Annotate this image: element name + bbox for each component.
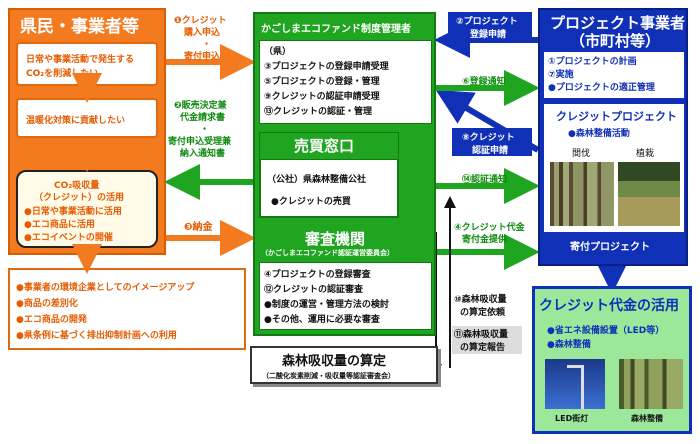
review-item-2: ●制度の運営・管理方法の検討 [264, 300, 389, 310]
operator-subtitle: （市町村等） [570, 32, 661, 50]
label-cert-notice: ⑭認証通知 [462, 175, 508, 185]
benefit-2: ●商品の差別化 [16, 299, 78, 309]
sales-org: （公社）県森林整備公社 [267, 175, 367, 185]
benefit-3: ●エコ商品の開発 [16, 315, 87, 325]
invoice-3: ・ [200, 125, 210, 135]
label-payment: ❸納金 [184, 222, 213, 233]
forest-calc-box: 森林吸収量の算定 （二酸化炭素削減・吸収量等認証審査会） [250, 346, 438, 384]
label-fund: ④クレジット代金 寄付金提供 [454, 220, 534, 248]
label-register-apply: ②プロジェクト 登録申請 [448, 12, 532, 42]
credit-project-box: クレジットプロジェクト ●森林整備活動 間伐 植栽 [544, 104, 684, 232]
usage-item-2: ●エコ商品に活用 [24, 220, 95, 230]
forest-calc-title: 森林吸収量の算定 [282, 354, 387, 369]
invoice-5: 納入通知書 [180, 149, 226, 159]
forest-photo [619, 359, 683, 409]
manager-title: かごしまエコファンド制度管理者 [261, 24, 411, 35]
label-calc-request: ⑩森林吸収量 の算定依頼 [452, 292, 522, 320]
forest-photo-label: 森林整備 [631, 414, 663, 423]
manager-item-2: ⑤プロジェクトの登録・管理 [264, 77, 380, 87]
register-apply-2: 登録申請 [470, 30, 507, 40]
invoice-1: ❷販売決定兼 [174, 101, 227, 111]
led-photo-label: LED街灯 [555, 414, 589, 423]
credit-apply-1: ⑧クレジット [462, 133, 515, 143]
fund-1: ④クレジット代金 [454, 223, 525, 233]
purchase-apply-1: ❶クレジット [174, 16, 227, 26]
review-title: 審査機関 [305, 230, 366, 248]
label-credit-apply: ⑧クレジット 認証申請 [452, 128, 532, 156]
invoice-4: 寄付申込受理兼 [168, 137, 232, 147]
label-register-notice: ⑥登録通知 [462, 77, 506, 87]
benefit-1: ●事業者の環境企業としてのイメージアップ [16, 283, 195, 293]
sales-box: （公社）県森林整備公社 ●クレジットの売買 [260, 159, 398, 217]
sales-item: ●クレジットの売買 [271, 197, 351, 207]
citizens-panel: 県民・事業者等 日常や事業活動で発生する CO₂を削減したい 温暖化対策に貢献し… [8, 8, 166, 255]
calc-report-1: ⑪森林吸収量 [454, 330, 509, 340]
operator-title: プロジェクト事業者 [550, 14, 686, 32]
photo-label-thinning: 間伐 [572, 149, 591, 159]
led-photo [545, 359, 605, 409]
manager-item-3: ⑨クレジットの認証申請受理 [264, 92, 380, 102]
usage-item-3: ●エコイベントの開催 [24, 233, 113, 243]
donation-project-label: 寄付プロジェクト [570, 242, 650, 253]
contribute-text: 温暖化対策に貢献したい [26, 116, 126, 126]
calc-report-2: の算定報告 [460, 343, 506, 353]
usage-item-1: ●日常や事業活動に活用 [24, 207, 122, 217]
purchase-apply-4: 寄付申込 [184, 52, 221, 62]
project-operator-panel: プロジェクト事業者 （市町村等） ①プロジェクトの計画 ⑦実施 ●プロジェクトの… [538, 8, 688, 266]
manager-panel: かごしまエコファンド制度管理者 （県） ③プロジェクトの登録申請受理 ⑤プロジェ… [253, 12, 436, 336]
usage-item-0: ●省エネ設備設置（LED等） [547, 326, 665, 336]
sales-window: 売買窓口 （公社）県森林整備公社 ●クレジットの売買 [259, 132, 399, 218]
usage-title: クレジット代金の活用 [539, 298, 679, 314]
label-purchase-apply: ❶クレジット 購入申込 ・ 寄付申込 [170, 13, 240, 63]
photo-label-planting: 植栽 [636, 149, 655, 159]
calc-request-1: ⑩森林吸収量 [454, 295, 507, 305]
thinning-photo [550, 162, 614, 226]
credit-apply-2: 認証申請 [472, 146, 509, 156]
label-calc-report: ⑪森林吸収量 の算定報告 [452, 326, 522, 354]
usage-title-2: （クレジット）の活用 [34, 193, 125, 203]
review-panel: 審査機関 （かごしまエコファンド認証運営委員会） ④プロジェクトの登録審査 ⑫ク… [259, 228, 432, 332]
manager-items-box: （県） ③プロジェクトの登録申請受理 ⑤プロジェクトの登録・管理 ⑨クレジットの… [259, 40, 432, 124]
purchase-apply-2: 購入申込 [184, 28, 221, 38]
operator-item-2: ●プロジェクトの適正管理 [548, 83, 655, 93]
usage-panel: クレジット代金の活用 ●省エネ設備設置（LED等） ●森林整備 LED街灯 森林… [532, 286, 692, 434]
benefits-list: ●事業者の環境企業としてのイメージアップ ●商品の差別化 ●エコ商品の開発 ●県… [8, 268, 246, 350]
credit-project-title: クレジットプロジェクト [556, 110, 677, 123]
operator-item-0: ①プロジェクトの計画 [548, 57, 637, 67]
register-apply-1: ②プロジェクト [456, 17, 518, 27]
fund-2: 寄付金提供 [462, 235, 508, 245]
manager-item-0: （県） [264, 47, 292, 57]
citizens-box-usage: CO₂吸収量 （クレジット）の活用 ●日常や事業活動に活用 ●エコ商品に活用 ●… [16, 170, 158, 248]
invoice-2: 代金請求書 [180, 113, 226, 123]
credit-project-item: ●森林整備活動 [568, 129, 630, 139]
planting-photo [618, 162, 680, 226]
review-item-1: ⑫クレジットの認証審査 [264, 285, 364, 295]
usage-item-1: ●森林整備 [547, 340, 591, 350]
review-subtitle: （かごしまエコファンド認証運営委員会） [261, 249, 394, 257]
citizens-title: 県民・事業者等 [20, 17, 139, 37]
label-invoice: ❷販売決定兼 代金請求書 ・ 寄付申込受理兼 納入通知書 [168, 98, 250, 168]
review-item-3: ●その他、運用に必要な審査 [264, 315, 380, 325]
review-box: ④プロジェクトの登録審査 ⑫クレジットの認証審査 ●制度の運営・管理方法の検討 … [259, 262, 432, 330]
manager-item-4: ⑬クレジットの認証・管理 [264, 107, 373, 117]
manager-item-1: ③プロジェクトの登録申請受理 [264, 62, 389, 72]
sales-title: 売買窓口 [294, 137, 355, 155]
usage-title-1: CO₂吸収量 [54, 181, 100, 191]
citizens-box-contribute: 温暖化対策に貢献したい [16, 98, 158, 138]
review-item-0: ④プロジェクトの登録審査 [264, 270, 371, 280]
benefit-4: ●県条例に基づく排出抑制計画への利用 [16, 331, 177, 341]
forest-calc-subtitle: （二酸化炭素削減・吸収量等認証審査会） [262, 372, 395, 380]
reduce-line-2: CO₂を削減したい [26, 69, 99, 79]
reduce-line-1: 日常や事業活動で発生する [26, 55, 135, 65]
operator-item-1: ⑦実施 [548, 70, 574, 80]
calc-request-2: の算定依頼 [460, 308, 506, 318]
purchase-apply-3: ・ [202, 40, 212, 50]
operator-items-box: ①プロジェクトの計画 ⑦実施 ●プロジェクトの適正管理 [544, 52, 684, 98]
